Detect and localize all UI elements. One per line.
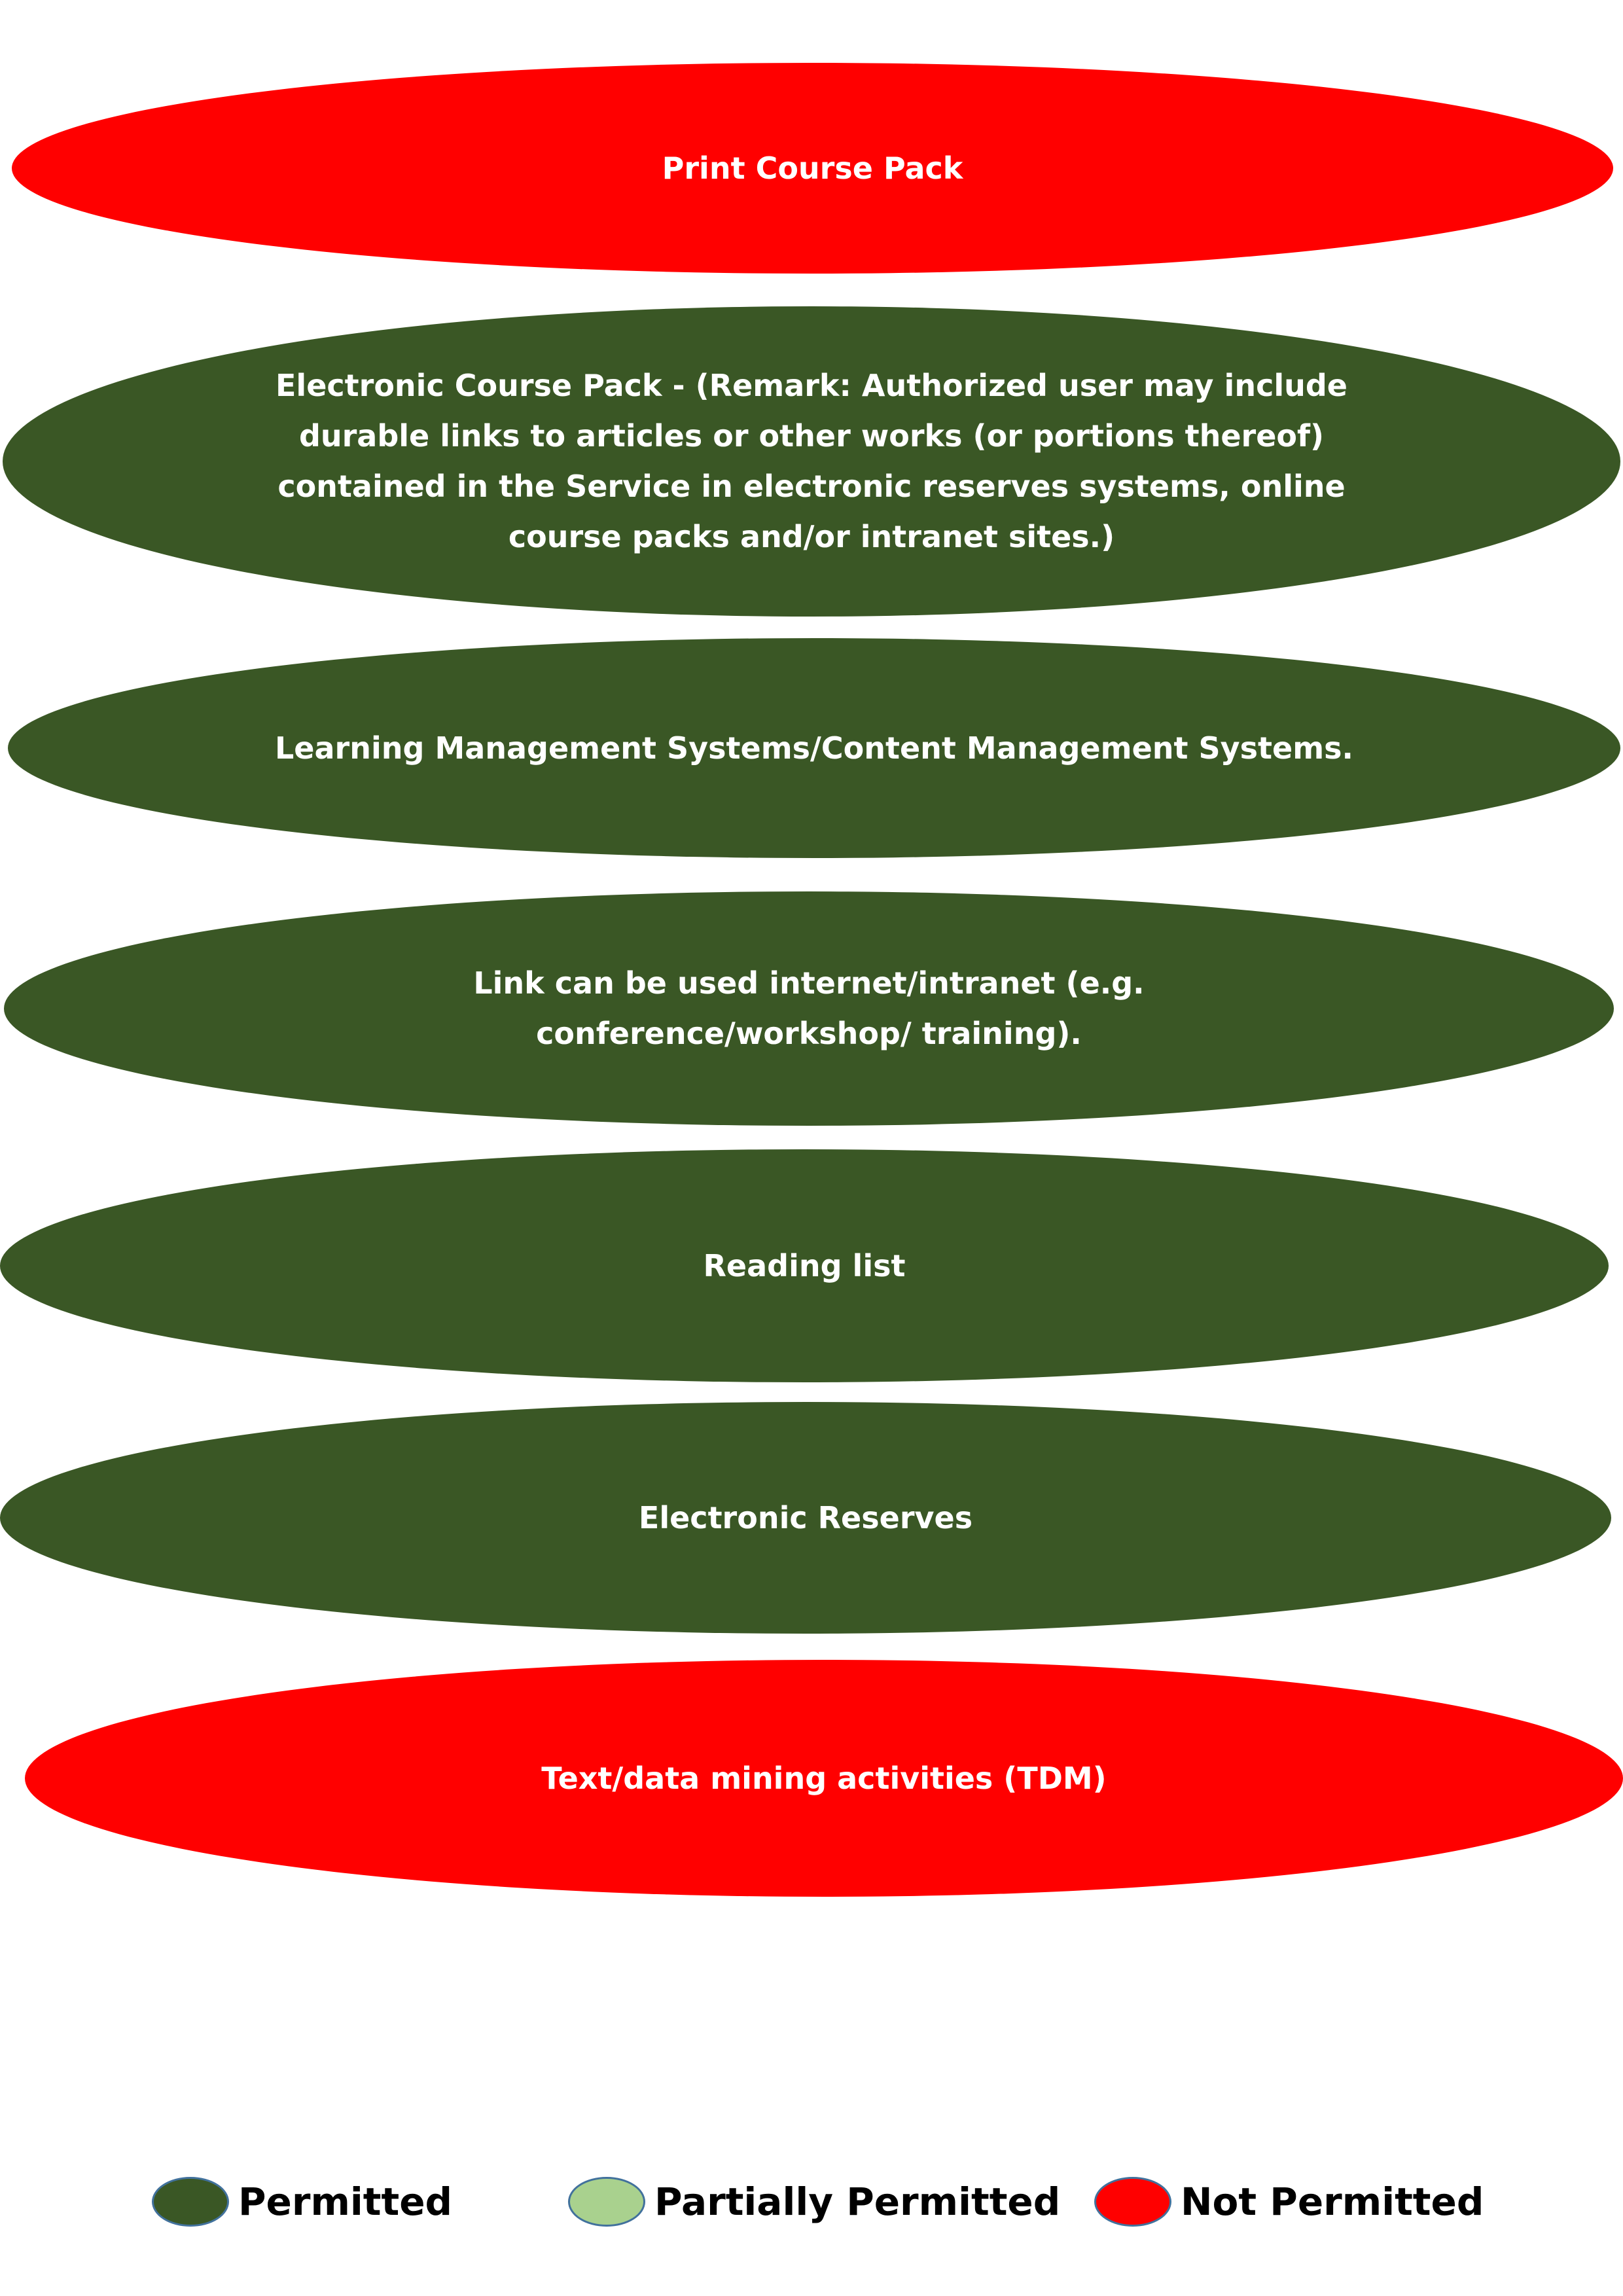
ellipse-link-internet-intranet: Link can be used internet/intranet (e.g.… [4,891,1614,1126]
ellipse-label: Text/data mining activities (TDM) [541,1760,1107,1796]
ellipse-text-data-mining: Text/data mining activities (TDM) [25,1660,1623,1897]
legend-swatch-permitted [152,2177,229,2227]
legend-swatch-not-permitted [1094,2177,1171,2227]
ellipse-electronic-reserves: Electronic Reserves [0,1402,1611,1634]
ellipse-electronic-course-pack: Electronic Course Pack - (Remark: Author… [3,306,1620,617]
legend-swatch-partially-permitted [568,2177,645,2227]
ellipse-print-course-pack: Print Course Pack [12,63,1613,274]
legend-item-partially-permitted: Partially Permitted [568,2170,1060,2233]
legend-label-partially-permitted: Partially Permitted [654,2179,1061,2224]
ellipse-label: Print Course Pack [662,150,963,186]
ellipse-label: Link can be used internet/intranet (e.g.… [473,965,1145,1051]
legend-label-not-permitted: Not Permitted [1181,2179,1484,2224]
ellipse-label: Electronic Course Pack - (Remark: Author… [276,368,1347,554]
ellipse-label: Reading list [703,1247,906,1283]
legend-item-permitted: Permitted [152,2170,452,2233]
legend-item-not-permitted: Not Permitted [1094,2170,1484,2233]
ellipse-label: Electronic Reserves [638,1499,973,1535]
ellipse-reading-list: Reading list [0,1149,1609,1382]
ellipse-learning-management-systems: Learning Management Systems/Content Mana… [8,638,1620,858]
ellipse-label: Learning Management Systems/Content Mana… [275,730,1353,766]
legend-label-permitted: Permitted [238,2179,453,2224]
